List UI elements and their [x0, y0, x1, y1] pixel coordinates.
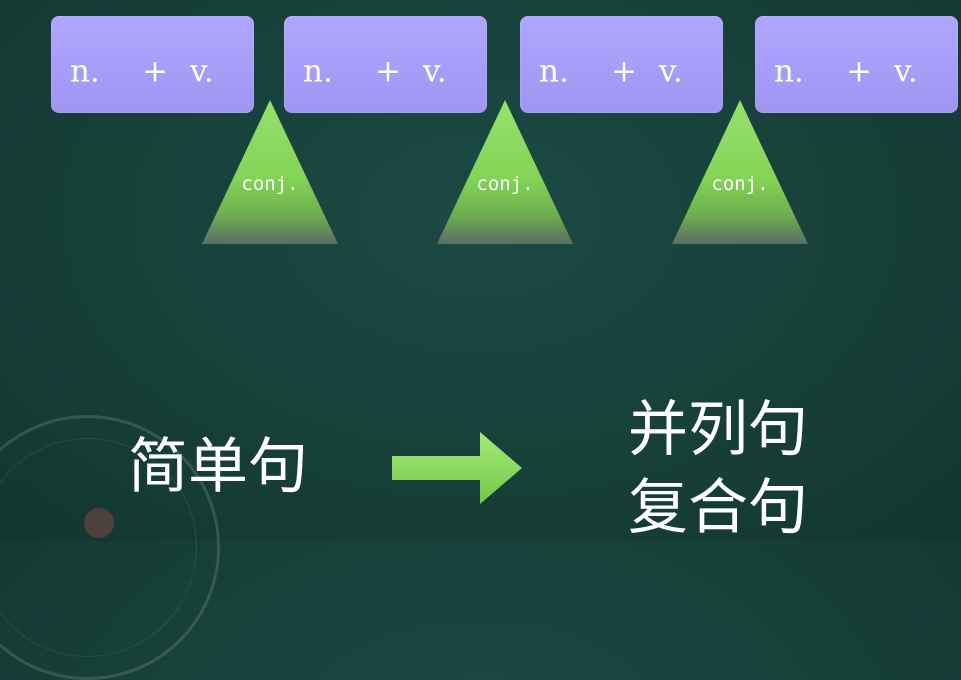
verb-label: v.: [659, 53, 683, 90]
right-arrow-icon: [392, 432, 522, 504]
noun-label: n.: [70, 53, 100, 90]
noun-label: n.: [774, 53, 804, 90]
compound-sentence-label: 并列句: [628, 395, 808, 465]
plus-sign: +: [375, 53, 401, 90]
conjunction-triangle-3: conj.: [672, 100, 808, 244]
watermark-seal-dot: [84, 508, 114, 538]
slide: n. + v. n. + v. n. + v. n. + v. conj. co…: [0, 16, 958, 680]
plus-sign: +: [142, 53, 168, 90]
clause-box-2: n. + v.: [284, 16, 487, 113]
simple-sentence-label: 简单句: [128, 432, 308, 502]
clause-box-1: n. + v.: [51, 16, 254, 113]
clause-box-3: n. + v.: [520, 16, 723, 113]
complex-sentence-label: 复合句: [628, 473, 808, 543]
conjunction-triangle-1: conj.: [202, 100, 338, 244]
conjunction-label: conj.: [711, 173, 769, 195]
noun-label: n.: [539, 53, 569, 90]
clause-box-4: n. + v.: [755, 16, 958, 113]
verb-label: v.: [423, 53, 447, 90]
verb-label: v.: [190, 53, 214, 90]
noun-label: n.: [303, 53, 333, 90]
conjunction-triangle-2: conj.: [437, 100, 573, 244]
plus-sign: +: [846, 53, 872, 90]
conjunction-label: conj.: [241, 173, 299, 195]
verb-label: v.: [894, 53, 918, 90]
conjunction-label: conj.: [476, 173, 534, 195]
plus-sign: +: [611, 53, 637, 90]
